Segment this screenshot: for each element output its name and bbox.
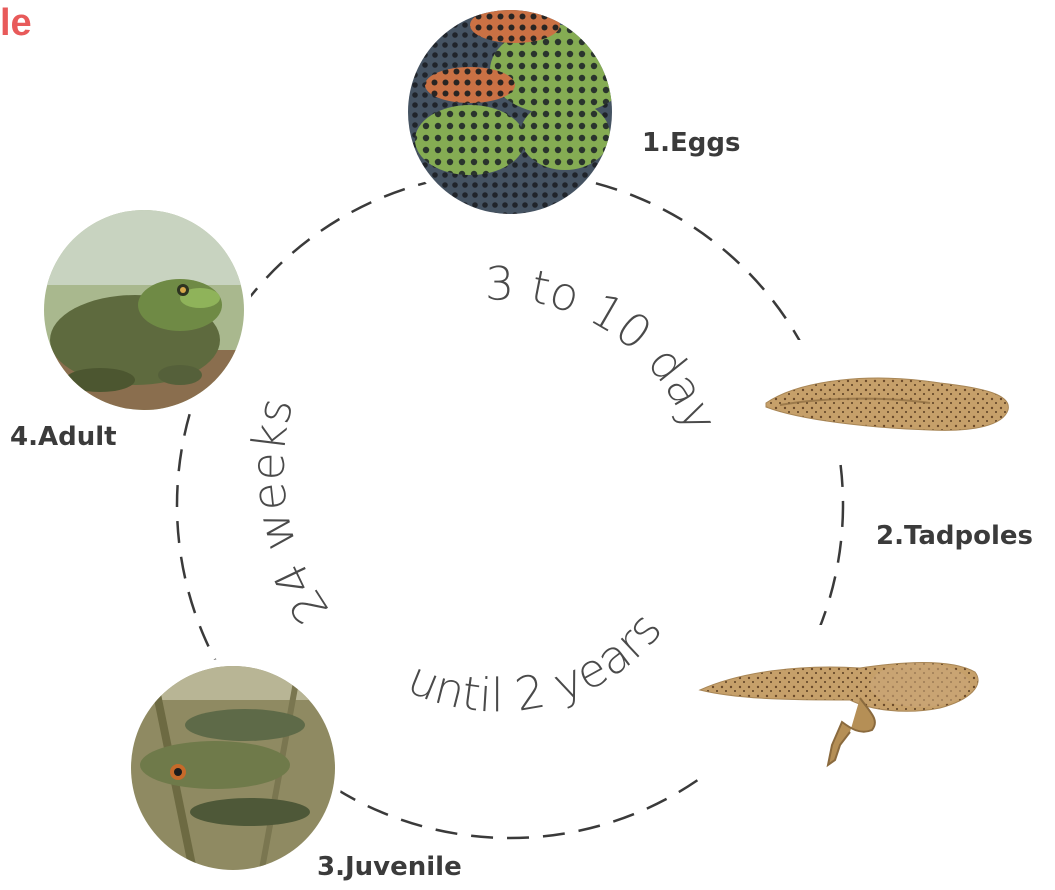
duration-tadpoles-to-juvenile-text: until 2 years xyxy=(401,602,672,723)
duration-juvenile-to-adult: 24 weeks xyxy=(241,393,339,634)
stage-label-adult: 4.Adult xyxy=(10,422,117,452)
stage-label-eggs: 1.Eggs xyxy=(642,128,740,158)
stage-label-juvenile: 3.Juvenile xyxy=(317,852,462,882)
duration-juvenile-to-adult-text: 24 weeks xyxy=(241,393,339,634)
stage-label-tadpoles: 2.Tadpoles xyxy=(876,521,1033,551)
duration-tadpoles-to-juvenile: until 2 years xyxy=(401,602,672,723)
